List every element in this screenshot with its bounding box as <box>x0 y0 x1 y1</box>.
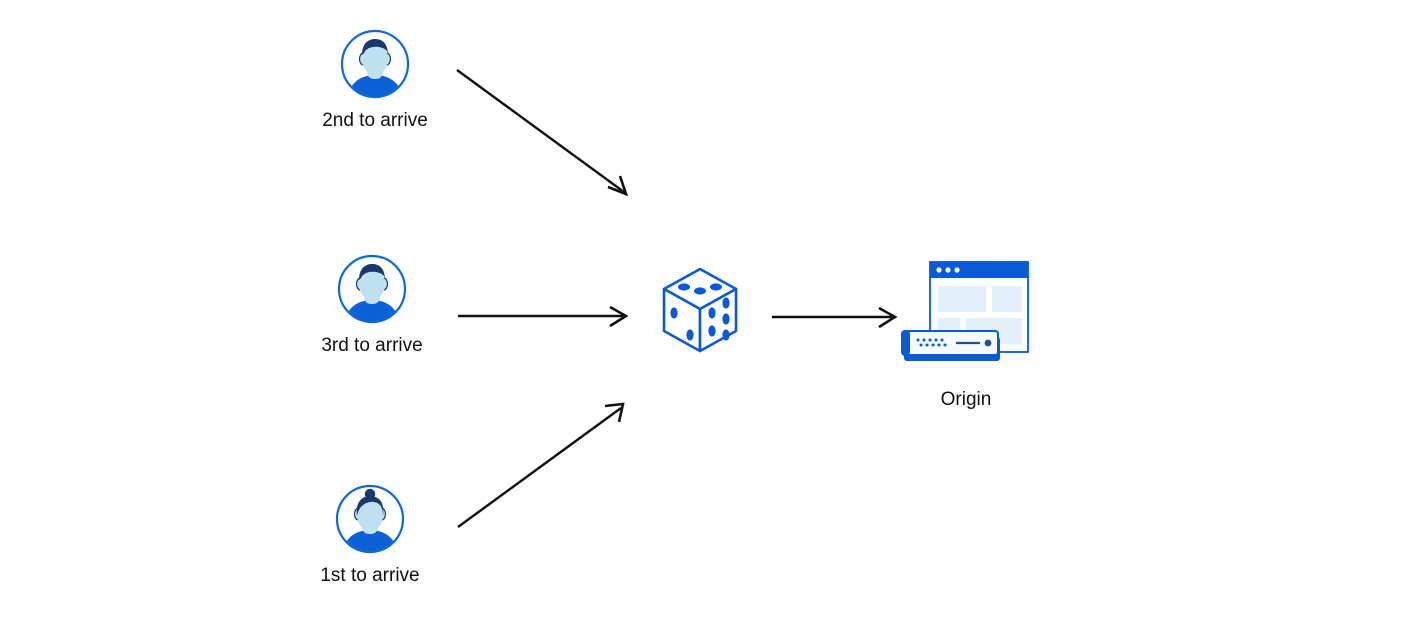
origin-label: Origin <box>940 389 992 410</box>
user-avatar-icon <box>340 29 410 99</box>
randomizer-node <box>650 255 750 370</box>
user-avatar-icon <box>335 484 405 554</box>
origin-node: Origin <box>880 255 1050 412</box>
client-node-bottom: 1st to arrive <box>290 483 450 588</box>
user-avatar-icon <box>337 254 407 324</box>
dice-cube-icon <box>662 267 738 353</box>
arrow-bottom-to-dice <box>457 402 625 528</box>
arrow-top-to-dice <box>456 69 629 197</box>
client-node-top: 2nd to arrive <box>295 28 455 133</box>
arrow-middle-to-dice <box>458 305 629 328</box>
client-label-bottom: 1st to arrive <box>320 565 420 586</box>
client-label-top: 2nd to arrive <box>322 110 428 131</box>
server-device-icon <box>901 330 1000 361</box>
client-label-middle: 3rd to arrive <box>321 335 423 356</box>
browser-window-with-server-icon <box>901 261 1029 361</box>
arrow-dice-to-origin <box>772 306 898 329</box>
client-node-middle: 3rd to arrive <box>292 253 452 358</box>
